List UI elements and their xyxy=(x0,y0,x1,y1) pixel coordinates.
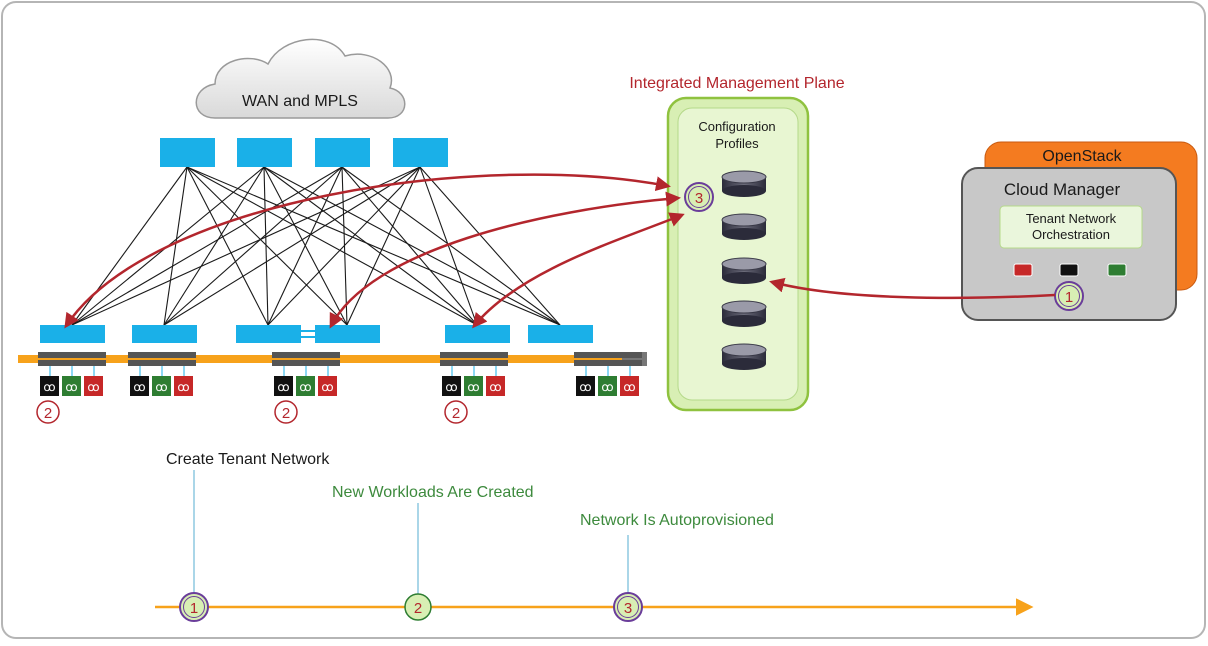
host-bus xyxy=(18,355,622,363)
svg-text:ꝏ: ꝏ xyxy=(467,380,479,394)
management-plane-title: Integrated Management Plane xyxy=(629,75,844,92)
svg-text:ꝏ: ꝏ xyxy=(445,380,457,394)
fabric-link xyxy=(71,166,421,326)
fabric-link xyxy=(163,166,265,326)
step-1-label: Create Tenant Network xyxy=(166,451,330,468)
fabric-link xyxy=(263,166,561,326)
svg-text:ꝏ: ꝏ xyxy=(321,380,333,394)
svg-text:3: 3 xyxy=(624,600,632,617)
cloud-label: WAN and MPLS xyxy=(242,93,358,110)
svg-text:ꝏ: ꝏ xyxy=(65,380,77,394)
spine-switches xyxy=(160,138,448,167)
leaf-switch xyxy=(315,325,380,343)
leaf-marker-label: 2 xyxy=(282,405,290,422)
timeline-step-2: 2 xyxy=(404,593,432,621)
profiles-step-marker: 3 xyxy=(684,182,714,212)
cloud-manager-panel: Cloud Manager Tenant Network Orchestrati… xyxy=(961,167,1177,321)
svg-text:ꝏ: ꝏ xyxy=(155,380,167,394)
svg-text:ꝏ: ꝏ xyxy=(177,380,189,394)
fabric-link xyxy=(163,166,343,326)
svg-text:ꝏ: ꝏ xyxy=(489,380,501,394)
arrow-profiles-to-leaf-3 xyxy=(472,212,685,329)
leaf-switch xyxy=(132,325,197,343)
tenant-red-indicator xyxy=(1013,263,1033,277)
svg-text:1: 1 xyxy=(190,600,198,617)
profile-databases xyxy=(721,170,767,370)
leaf-switch xyxy=(528,325,593,343)
spine-switch xyxy=(160,138,215,167)
timeline: Create Tenant Network New Workloads Are … xyxy=(155,451,1034,622)
svg-text:ꝏ: ꝏ xyxy=(43,380,55,394)
svg-text:ꝏ: ꝏ xyxy=(601,380,613,394)
configuration-profiles-panel: Configuration Profiles xyxy=(666,96,810,412)
spine-leaf-links xyxy=(71,166,561,326)
leaf-step-markers: 2 2 2 xyxy=(36,400,468,424)
arrow-profiles-to-leaf-1 xyxy=(64,173,671,329)
leaf-switch xyxy=(445,325,510,343)
step-2-label: New Workloads Are Created xyxy=(332,484,534,501)
svg-text:3: 3 xyxy=(695,190,703,207)
leaf-switches xyxy=(40,325,593,343)
profiles-label-line2: Profiles xyxy=(715,136,759,151)
cloud-manager-step-marker: 1 xyxy=(1054,281,1084,311)
tenant-black-indicator xyxy=(1059,263,1079,277)
svg-text:ꝏ: ꝏ xyxy=(133,380,145,394)
leaf-marker-label: 2 xyxy=(44,405,52,422)
svg-text:1: 1 xyxy=(1065,289,1073,306)
openstack-label: OpenStack xyxy=(1042,148,1122,165)
spine-switch xyxy=(315,138,370,167)
database-icon xyxy=(721,257,767,284)
svg-text:ꝏ: ꝏ xyxy=(579,380,591,394)
svg-text:2: 2 xyxy=(414,600,422,617)
spine-switch xyxy=(237,138,292,167)
fabric-link xyxy=(267,166,421,326)
database-icon xyxy=(721,343,767,370)
fabric-link xyxy=(186,166,561,326)
database-icon xyxy=(721,300,767,327)
orchestration-label-line1: Tenant Network xyxy=(1026,211,1117,226)
fabric-link xyxy=(186,166,269,326)
leaf-switch xyxy=(236,325,301,343)
database-icon xyxy=(721,213,767,240)
fabric-link xyxy=(71,166,343,326)
orchestration-label-line2: Orchestration xyxy=(1032,227,1110,242)
tenant-green-indicator xyxy=(1107,263,1127,277)
svg-text:ꝏ: ꝏ xyxy=(299,380,311,394)
orchestration-box xyxy=(999,205,1143,249)
wan-mpls-cloud: WAN and MPLS xyxy=(195,38,406,119)
profiles-label-line1: Configuration xyxy=(698,119,775,134)
svg-text:ꝏ: ꝏ xyxy=(277,380,289,394)
timeline-step-3: 3 xyxy=(613,592,643,622)
arrow-profiles-to-leaf-2 xyxy=(329,191,681,329)
arrow-manager-to-profiles xyxy=(769,277,1056,300)
spine-switch xyxy=(393,138,448,167)
svg-text:ꝏ: ꝏ xyxy=(623,380,635,394)
fabric-link xyxy=(186,166,478,326)
fabric-link xyxy=(163,166,421,326)
provisioning-arrows xyxy=(64,173,1056,329)
database-icon xyxy=(721,170,767,197)
cloud-manager-label: Cloud Manager xyxy=(1004,180,1121,199)
leaf-switch xyxy=(40,325,105,343)
timeline-step-1: 1 xyxy=(179,592,209,622)
step-3-label: Network Is Autoprovisioned xyxy=(580,512,774,529)
svg-text:ꝏ: ꝏ xyxy=(87,380,99,394)
leaf-marker-label: 2 xyxy=(452,405,460,422)
fabric-link xyxy=(419,166,478,326)
